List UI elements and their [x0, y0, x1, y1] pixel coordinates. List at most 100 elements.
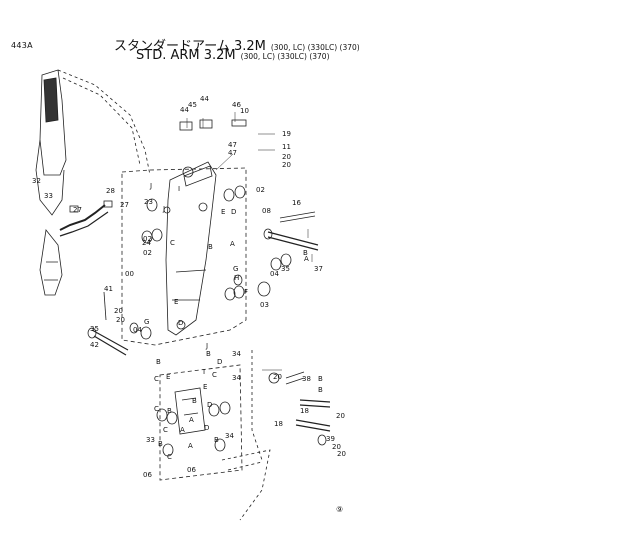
link-pin-parts — [87, 291, 152, 356]
callout-28: 28 — [106, 187, 115, 195]
title-english: STD. ARM 3.2M (300, LC) (330LC) (370) — [136, 48, 330, 63]
callout-41: 41 — [104, 285, 113, 293]
callout-20: 20 — [337, 450, 346, 458]
callout-d: D — [231, 208, 236, 216]
callout-18: 18 — [300, 407, 309, 415]
callout-c: C — [163, 426, 168, 434]
callout-27: 27 — [120, 201, 129, 209]
callout-19: 19 — [282, 130, 291, 138]
callout-b: B — [156, 358, 161, 366]
callout-20: 20 — [116, 316, 125, 324]
callout-20: 20 — [336, 412, 345, 420]
callout-32: 32 — [32, 177, 41, 185]
callout-b: B — [206, 350, 211, 358]
callout-g: G — [233, 265, 238, 273]
callout-24: 24 — [142, 239, 151, 247]
callout-39: 39 — [326, 435, 335, 443]
callout-34: 34 — [232, 374, 241, 382]
bucket-link-assembly — [156, 364, 271, 521]
callout-a: A — [180, 426, 185, 434]
callout-e: E — [203, 383, 207, 391]
arm-body — [163, 161, 217, 336]
callout-04: 04 — [133, 326, 142, 334]
callout-35: 35 — [281, 265, 290, 273]
callout-c: C — [167, 453, 172, 461]
callout-44: 44 — [180, 106, 189, 114]
callout-b: B — [208, 243, 213, 251]
callout-i: I — [178, 185, 180, 193]
callout-08: 08 — [262, 207, 271, 215]
callout-46: 46 — [232, 101, 241, 109]
callout-c: C — [154, 375, 159, 383]
callout-b: B — [192, 397, 197, 405]
callout-e: E — [166, 373, 170, 381]
title-english-text: STD. ARM 3.2M — [136, 48, 236, 63]
callout-e: E — [221, 208, 225, 216]
callout-d: D — [217, 358, 222, 366]
page-id: 443A — [11, 41, 33, 50]
callout-c: C — [170, 239, 175, 247]
callout-02: 02 — [256, 186, 265, 194]
callout-34: 34 — [225, 432, 234, 440]
callout-a: A — [188, 442, 193, 450]
callout-j: J — [162, 205, 165, 213]
callout-20: 20 — [282, 161, 291, 169]
title-japanese-text: スタンダードアーム 3.2M — [114, 39, 266, 54]
callout-20: 20 — [332, 443, 341, 451]
callout-00: 00 — [125, 270, 134, 278]
callout-45: 45 — [188, 101, 197, 109]
hose-assembly — [59, 200, 113, 237]
callout-33: 33 — [146, 436, 155, 444]
callout-f: F — [244, 288, 248, 296]
pins-and-bushings — [141, 119, 319, 301]
callout-j: J — [149, 182, 152, 190]
callout-03: 03 — [260, 301, 269, 309]
callout-10: 10 — [240, 107, 249, 115]
callout-b: B — [158, 440, 163, 448]
callout-i: I — [203, 368, 205, 376]
callout-16: 16 — [292, 199, 301, 207]
callout-35: 35 — [90, 325, 99, 333]
callout-18: 18 — [274, 420, 283, 428]
callout-c: C — [154, 405, 159, 413]
callout-a: A — [189, 416, 194, 424]
callout-b: B — [318, 386, 323, 394]
callout-44: 44 — [200, 95, 209, 103]
callout-33: 33 — [44, 192, 53, 200]
callout-20: 20 — [114, 307, 123, 315]
leader-lines — [186, 112, 313, 371]
callout-d: D — [178, 319, 183, 327]
callout-06: 06 — [143, 471, 152, 479]
callout-20: 20 — [273, 373, 282, 381]
callout-42: 42 — [90, 341, 99, 349]
callout-34: 34 — [232, 350, 241, 358]
callout-d: D — [204, 424, 209, 432]
callout-b: B — [303, 249, 308, 257]
callout-b: B — [214, 436, 219, 444]
callout-27: 27 — [73, 206, 82, 214]
callout-23: 23 — [144, 198, 153, 206]
callout-g: G — [144, 318, 149, 326]
callout-38: 38 — [302, 375, 311, 383]
callout-a: A — [230, 240, 235, 248]
callout-e: E — [174, 298, 178, 306]
callout-20: 20 — [282, 153, 291, 161]
callout-06: 06 — [187, 466, 196, 474]
callout-j: J — [205, 342, 208, 350]
assembly-boundary — [121, 167, 247, 346]
excavator-thumbnail — [35, 69, 151, 296]
callout-02: 02 — [143, 235, 152, 243]
callout-d: D — [207, 401, 212, 409]
callout-h: H — [234, 274, 239, 282]
callout-37: 37 — [314, 265, 323, 273]
model-variants-en: (300, LC) (330LC) (370) — [240, 52, 330, 61]
title-japanese: スタンダードアーム 3.2M (300, LC) (330LC) (370) — [114, 35, 360, 54]
model-variants-jp: (300, LC) (330LC) (370) — [270, 43, 360, 52]
callout-02: 02 — [143, 249, 152, 257]
callout-11: 11 — [282, 143, 291, 151]
callout-a: A — [304, 255, 309, 263]
callout-b: B — [167, 407, 172, 415]
